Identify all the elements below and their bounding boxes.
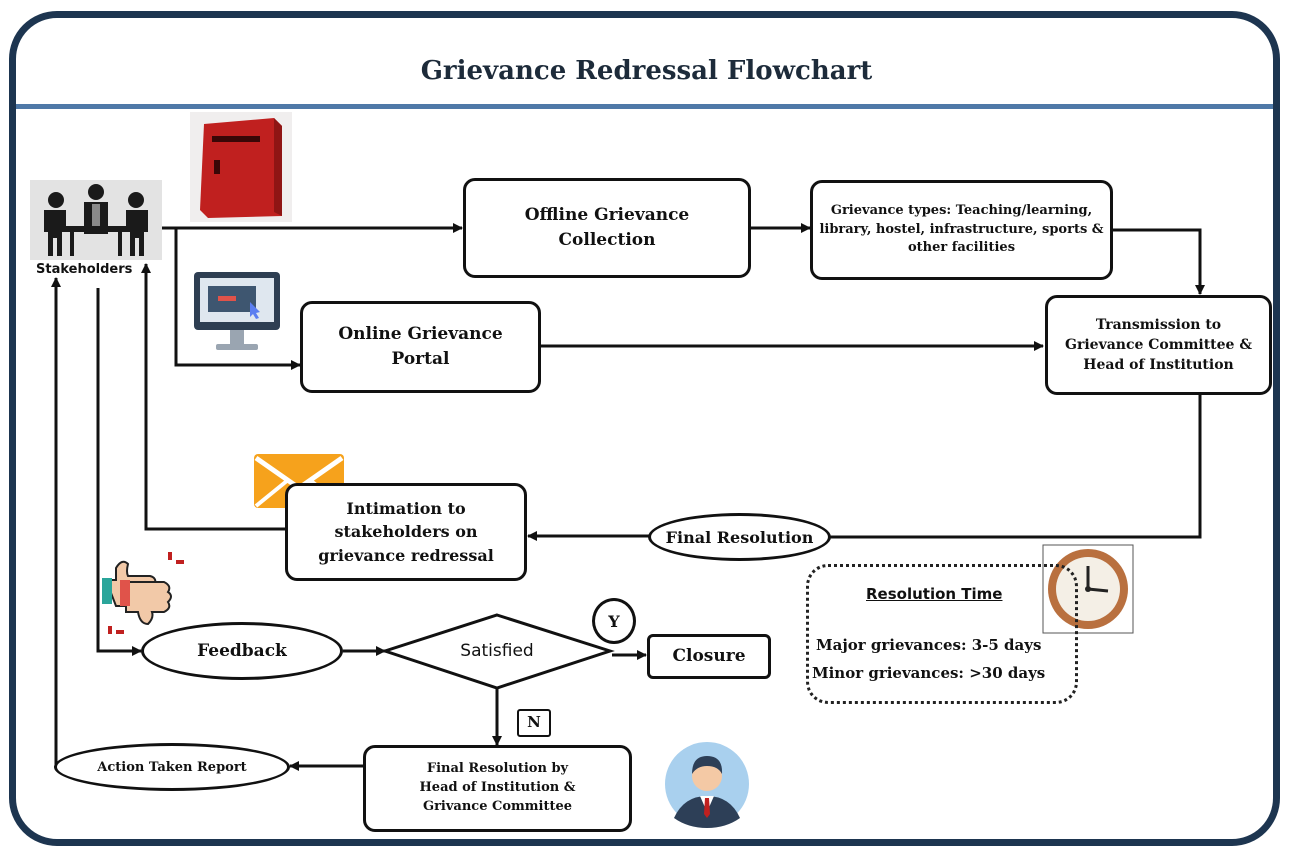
arrow-intimation-to-stakeholders [141,263,290,531]
people-meeting-icon [30,180,162,260]
person-avatar-icon [665,742,749,828]
arrow-to-transmission [1112,228,1205,295]
yes-marker: Y [592,598,636,644]
feedback-ellipse: Feedback [141,622,343,680]
final-resolution-ellipse: Final Resolution [648,513,831,561]
thumbs-up-down-icon [102,552,184,634]
action-taken-report-ellipse: Action Taken Report [54,743,290,791]
intimation-box: Intimation to stakeholders on grievance … [285,483,527,581]
resolution-time-heading: Resolution Time [866,585,1003,603]
arrow-to-feedback [96,288,142,656]
arrow-to-final-resolution [819,395,1202,542]
satisfied-diamond [380,613,615,690]
title-divider [16,104,1273,109]
red-mailbox-icon [190,112,292,222]
stakeholders-label: Stakeholders [36,262,133,277]
offline-grievance-box: Offline Grievance Collection [463,178,751,278]
grievance-types-box: Grievance types: Teaching/learning, libr… [810,180,1113,280]
minor-grievance-time: Minor grievances: >30 days [812,664,1046,682]
page-title: Grievance Redressal Flowchart [420,56,873,86]
final-resolution-by-head-box: Final Resolution by Head of Institution … [363,745,632,832]
resolution-time-panel [806,564,1078,704]
arrow-to-online [174,228,301,370]
transmission-box: Transmission to Grievance Committee & He… [1045,295,1272,395]
satisfied-label: Satisfied [460,641,534,661]
online-portal-box: Online Grievance Portal [300,301,541,393]
no-marker: N [517,709,551,737]
closure-box: Closure [647,634,771,679]
major-grievance-time: Major grievances: 3-5 days [816,636,1042,654]
computer-monitor-icon [194,272,280,350]
